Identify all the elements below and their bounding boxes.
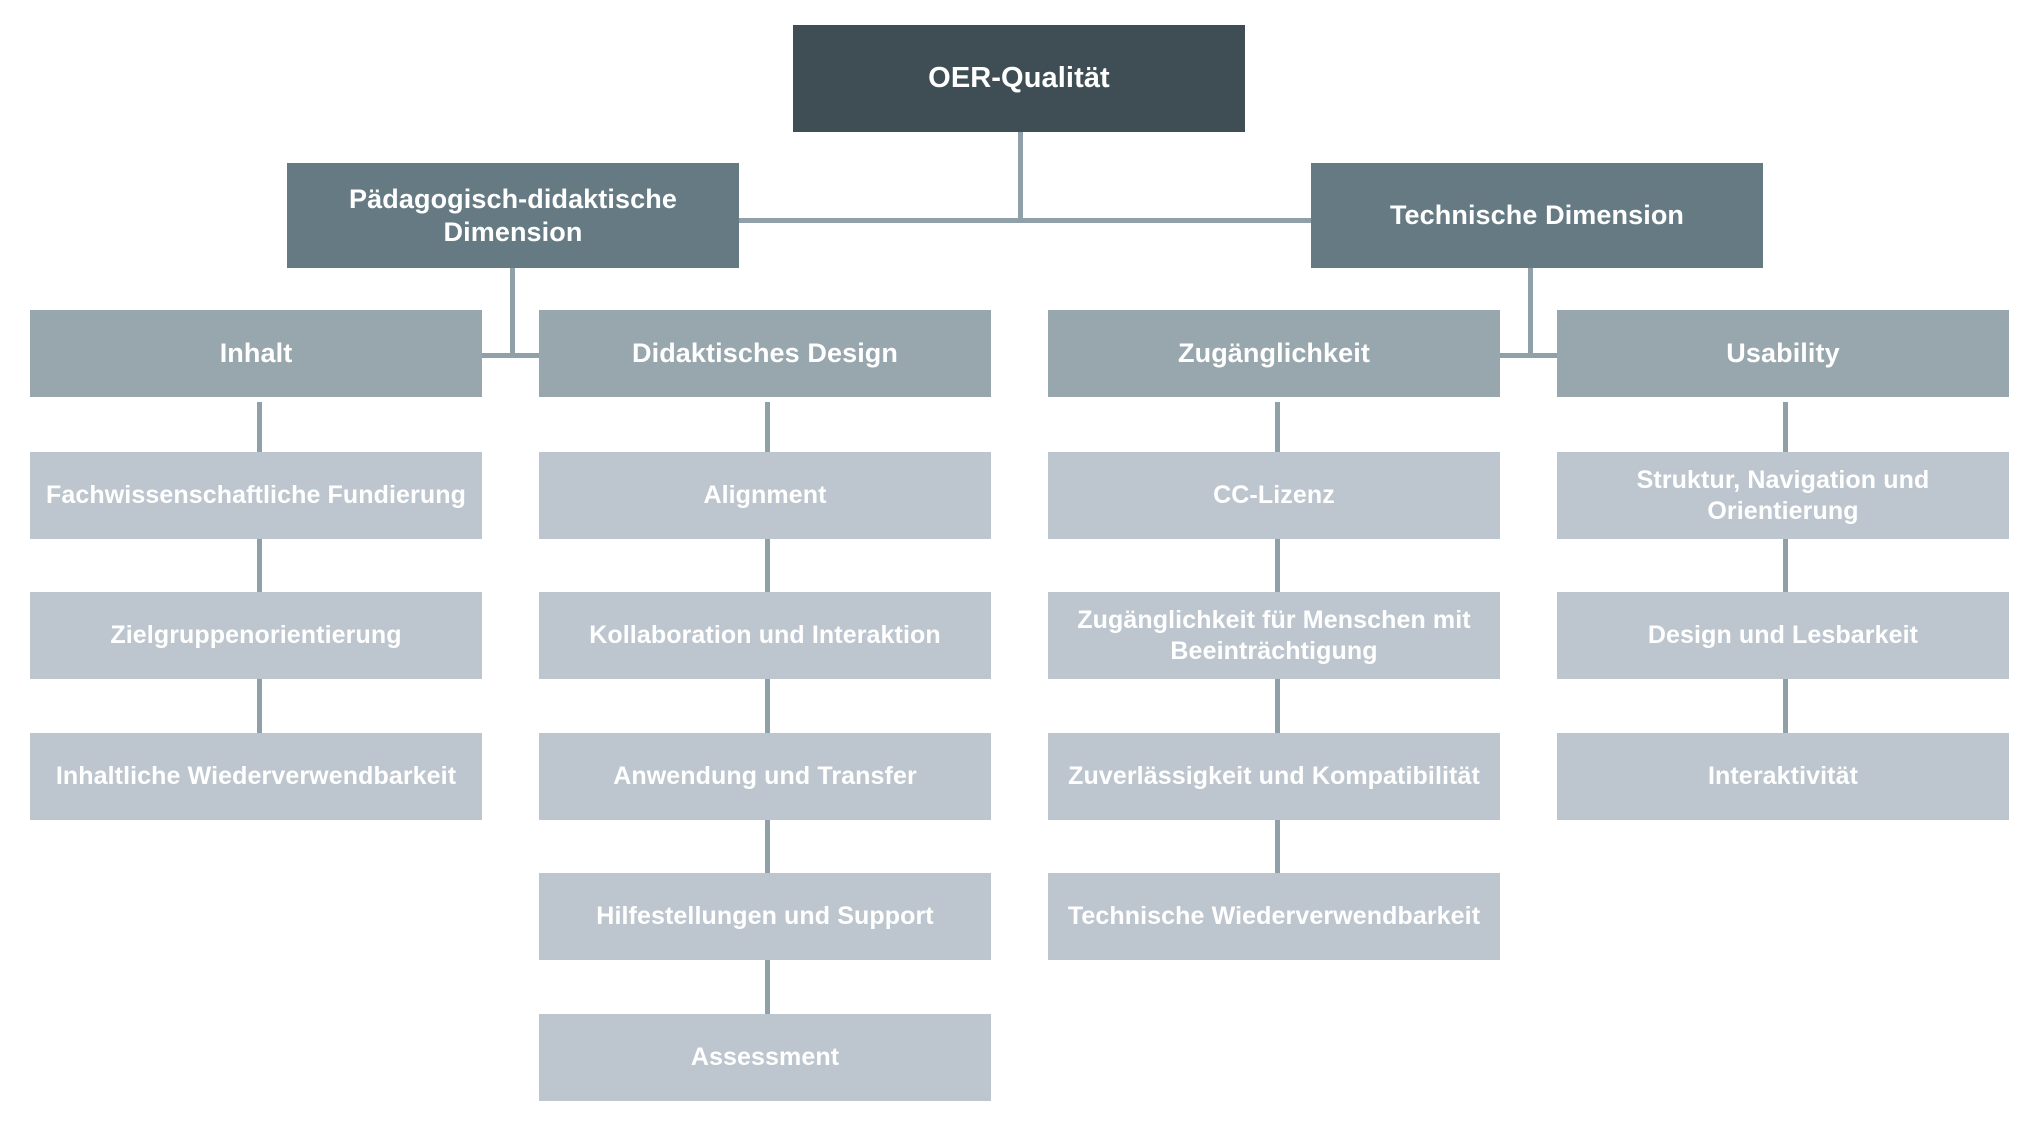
node-criterion-label: Alignment bbox=[703, 481, 827, 510]
node-dimension-paedagogisch-didaktisch[interactable]: Pädagogisch-didaktische Dimension bbox=[287, 163, 739, 268]
connector-left-category-bar bbox=[468, 353, 552, 358]
node-criterion[interactable]: Struktur, Navigation und Orientierung bbox=[1557, 452, 2009, 539]
node-category-label: Usability bbox=[1726, 338, 1840, 369]
connector-right-dimension-stem bbox=[1528, 208, 1533, 358]
node-criterion[interactable]: Zugänglichkeit für Menschen mit Beeinträ… bbox=[1048, 592, 1500, 679]
node-root-oer-qualitaet[interactable]: OER-Qualität bbox=[793, 25, 1245, 132]
node-criterion-label: Interaktivität bbox=[1707, 762, 1859, 791]
node-criterion[interactable]: Anwendung und Transfer bbox=[539, 733, 991, 820]
node-dimension-label: Pädagogisch-didaktische Dimension bbox=[349, 183, 677, 247]
node-criterion-label: Hilfestellungen und Support bbox=[596, 902, 934, 931]
node-criterion-label: Inhaltliche Wiederverwendbarkeit bbox=[55, 762, 457, 791]
node-criterion-label: Struktur, Navigation und Orientierung bbox=[1636, 466, 1930, 525]
node-category-inhalt[interactable]: Inhalt bbox=[30, 310, 482, 397]
node-dimension-technisch[interactable]: Technische Dimension bbox=[1311, 163, 1763, 268]
node-criterion[interactable]: Inhaltliche Wiederverwendbarkeit bbox=[30, 733, 482, 820]
node-criterion[interactable]: Alignment bbox=[539, 452, 991, 539]
node-dimension-label: Technische Dimension bbox=[1389, 200, 1685, 231]
node-category-usability[interactable]: Usability bbox=[1557, 310, 2009, 397]
connector-left-dimension-stem bbox=[510, 268, 515, 358]
node-category-label: Zugänglichkeit bbox=[1178, 338, 1370, 369]
node-criterion[interactable]: CC-Lizenz bbox=[1048, 452, 1500, 539]
node-category-zugaenglichkeit[interactable]: Zugänglichkeit bbox=[1048, 310, 1500, 397]
node-category-label: Didaktisches Design bbox=[632, 338, 898, 369]
node-category-didaktisches-design[interactable]: Didaktisches Design bbox=[539, 310, 991, 397]
node-criterion[interactable]: Assessment bbox=[539, 1014, 991, 1101]
node-criterion[interactable]: Hilfestellungen und Support bbox=[539, 873, 991, 960]
node-category-label: Inhalt bbox=[219, 338, 293, 369]
node-criterion-label: Zugänglichkeit für Menschen mit Beeinträ… bbox=[1077, 606, 1471, 665]
node-criterion-label: Fachwissenschaftliche Fundierung bbox=[46, 481, 466, 510]
node-criterion[interactable]: Design und Lesbarkeit bbox=[1557, 592, 2009, 679]
connector-right-category-bar bbox=[1486, 353, 1570, 358]
node-criterion[interactable]: Zielgruppenorientierung bbox=[30, 592, 482, 679]
node-criterion[interactable]: Zuverlässigkeit und Kompatibilität bbox=[1048, 733, 1500, 820]
connector-root-stem bbox=[1018, 132, 1023, 222]
node-criterion[interactable]: Kollaboration und Interaktion bbox=[539, 592, 991, 679]
node-criterion-label: CC-Lizenz bbox=[1213, 481, 1335, 510]
node-criterion-label: Design und Lesbarkeit bbox=[1647, 621, 1919, 650]
node-criterion-label: Anwendung und Transfer bbox=[613, 762, 917, 791]
node-criterion-label: Zielgruppenorientierung bbox=[110, 621, 402, 650]
connector-dimension-bar bbox=[736, 218, 1318, 223]
node-root-label: OER-Qualität bbox=[928, 61, 1110, 94]
node-criterion[interactable]: Fachwissenschaftliche Fundierung bbox=[30, 452, 482, 539]
node-criterion[interactable]: Interaktivität bbox=[1557, 733, 2009, 820]
node-criterion-label: Zuverlässigkeit und Kompatibilität bbox=[1068, 762, 1480, 791]
node-criterion-label: Assessment bbox=[690, 1043, 840, 1072]
node-criterion[interactable]: Technische Wiederverwendbarkeit bbox=[1048, 873, 1500, 960]
node-criterion-label: Technische Wiederverwendbarkeit bbox=[1067, 902, 1481, 931]
node-criterion-label: Kollaboration und Interaktion bbox=[589, 621, 941, 650]
